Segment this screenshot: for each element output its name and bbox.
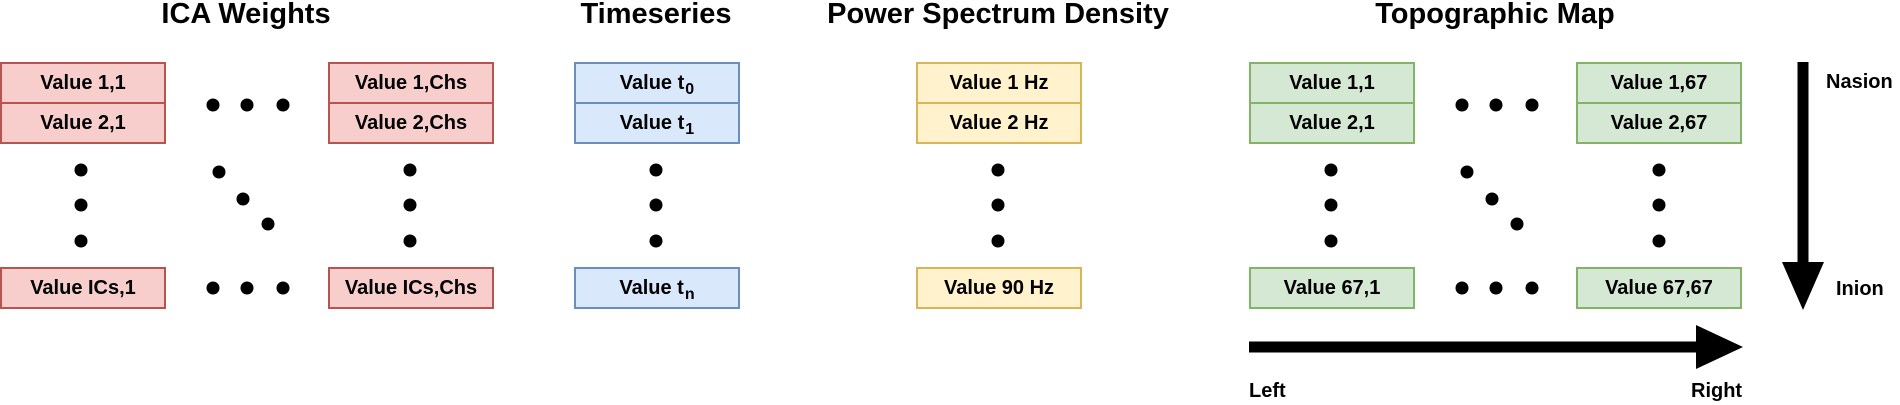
nasion-label: Nasion [1826, 71, 1893, 93]
ellipsis-dot [1485, 192, 1499, 206]
timeseries-subscript: 0 [685, 81, 695, 98]
ica-cell-2-1: Value 2,1 [0, 102, 166, 144]
psd-title: Power Spectrum Density [827, 0, 1169, 30]
ica-cell-ics-1: Value ICs,1 [0, 267, 166, 309]
topo-cell-1-1: Value 1,1 [1249, 62, 1415, 104]
right-label: Right [1691, 380, 1743, 402]
ellipsis-dot [1455, 281, 1469, 295]
ellipsis-dot [991, 198, 1005, 212]
ellipsis-dot [1460, 165, 1474, 179]
ellipsis-dot [1324, 234, 1338, 248]
ellipsis-dot [1652, 198, 1666, 212]
ellipsis-dot [649, 163, 663, 177]
timeseries-value-prefix: Value t [619, 71, 685, 94]
right-arrow-head-icon [1696, 325, 1743, 369]
topo-cell-2-67: Value 2,67 [1576, 102, 1742, 144]
ellipsis-dot [649, 198, 663, 212]
psd-cell-1hz: Value 1 Hz [916, 62, 1082, 104]
ellipsis-dot [240, 98, 254, 112]
psd-cell-90hz: Value 90 Hz [916, 267, 1082, 309]
down-arrow-head-icon [1782, 262, 1824, 310]
topo-cell-67-1: Value 67,1 [1249, 267, 1415, 309]
topo-cell-67-67: Value 67,67 [1576, 267, 1742, 309]
ellipsis-dot [1525, 281, 1539, 295]
ellipsis-dot [1525, 98, 1539, 112]
inion-label: Inion [1836, 278, 1884, 300]
ellipsis-dot [212, 165, 226, 179]
left-label: Left [1249, 380, 1286, 402]
ellipsis-dot [403, 234, 417, 248]
topo-cell-2-1: Value 2,1 [1249, 102, 1415, 144]
timeseries-value-prefix: Value t [619, 111, 685, 134]
ellipsis-dot [236, 192, 250, 206]
ellipsis-dot [74, 163, 88, 177]
ellipsis-dot [1455, 98, 1469, 112]
ica-cell-1-chs: Value 1,Chs [328, 62, 494, 104]
ellipsis-dot [1489, 98, 1503, 112]
ica-cell-ics-chs: Value ICs,Chs [328, 267, 494, 309]
ellipsis-dot [991, 234, 1005, 248]
ica-cell-2-chs: Value 2,Chs [328, 102, 494, 144]
ellipsis-dot [403, 198, 417, 212]
ellipsis-dot [1652, 163, 1666, 177]
ica-weights-title: ICA Weights [161, 0, 331, 30]
ellipsis-dot [240, 281, 254, 295]
ellipsis-dot [206, 281, 220, 295]
ellipsis-dot [1652, 234, 1666, 248]
ellipsis-dot [1324, 163, 1338, 177]
ellipsis-dot [991, 163, 1005, 177]
ellipsis-dot [276, 98, 290, 112]
ellipsis-dot [206, 98, 220, 112]
ellipsis-dot [276, 281, 290, 295]
psd-cell-2hz: Value 2 Hz [916, 102, 1082, 144]
ellipsis-dot [649, 234, 663, 248]
ellipsis-dot [1489, 281, 1503, 295]
timeseries-title: Timeseries [580, 0, 732, 30]
ellipsis-dot [261, 217, 275, 231]
timeseries-value-prefix: Value t [619, 276, 684, 299]
ica-cell-1-1: Value 1,1 [0, 62, 166, 104]
timeseries-subscript: 1 [685, 121, 695, 138]
timeseries-subscript: n [684, 286, 695, 303]
ellipsis-dot [1510, 217, 1524, 231]
ellipsis-dot [1324, 198, 1338, 212]
ellipsis-dot [403, 163, 417, 177]
ellipsis-dot [74, 198, 88, 212]
topographic-map-title: Topographic Map [1375, 0, 1615, 30]
ellipsis-dot [74, 234, 88, 248]
